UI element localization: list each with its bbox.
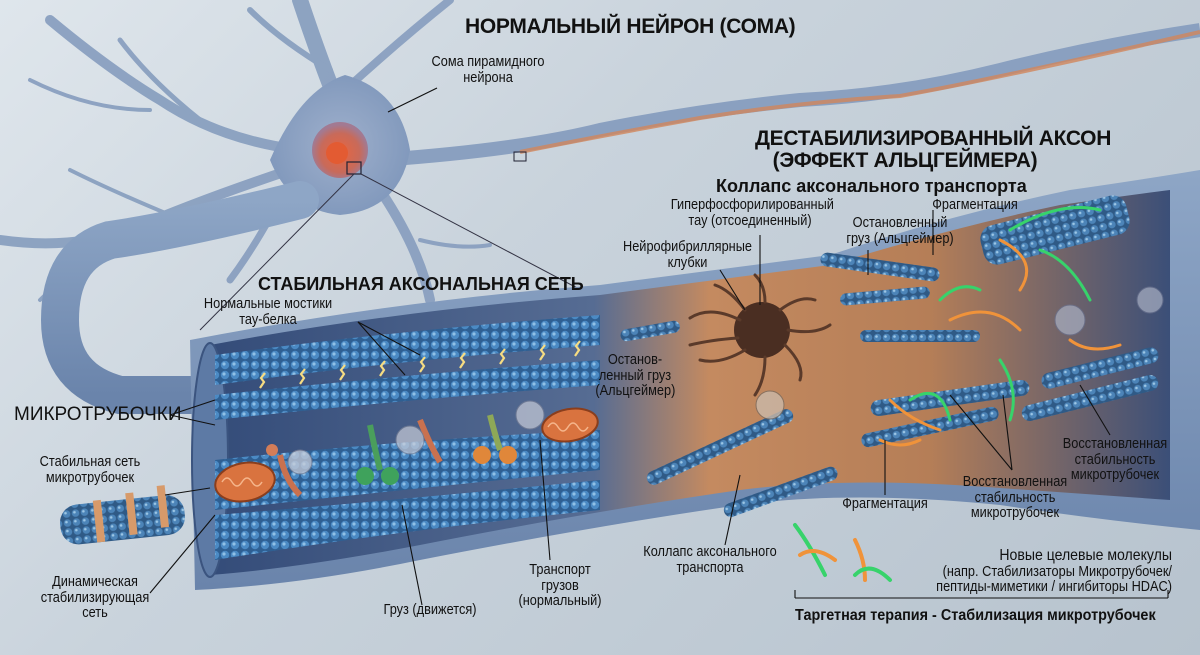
label-restored-right-line1: Восстановленная	[1062, 436, 1168, 452]
title-destabilized-line2: (ЭФФЕКТ АЛЬЦГЕЙМЕРА)	[772, 149, 1038, 173]
label-collapse-line2: транспорта	[676, 559, 744, 576]
axon-distal	[379, 23, 1200, 167]
title-destabilized-axon: ДЕСТАБИЛИЗИРОВАННЫЙ АКСОН (ЭФФЕКТ АЛЬЦГЕ…	[755, 127, 1112, 173]
vesicles-right	[755, 286, 1164, 420]
label-fragmentation-bottom: Фрагментация	[842, 496, 928, 512]
label-axonal-transport-collapse: Коллапс аксонального транспорта	[631, 544, 789, 576]
label-restored-mid-line3: микротрубочек	[970, 505, 1060, 522]
label-restored-stability-mid: Восстановленная стабильность микротрубоч…	[958, 474, 1072, 522]
label-tangles-line1: Нейрофибриллярные	[622, 239, 753, 255]
label-stopped-cargo-top-line1: Остановленный	[852, 215, 948, 231]
label-soma-line1: Сома пирамидного	[431, 54, 545, 70]
label-molecules-line2: (напр. Стабилизаторы Микротрубочек/	[942, 563, 1172, 580]
label-tau-bridges-line1: Нормальные мостики	[203, 296, 333, 312]
label-stopped-cargo-mid: Останов- ленный груз (Альцгеймер)	[595, 352, 676, 400]
label-soma: Сома пирамидного нейрона	[400, 54, 576, 86]
label-hyperphos-line1: Гиперфосфорилированный	[670, 197, 834, 213]
label-tangles-line2: клубки	[667, 254, 708, 271]
label-dynamic-stabilizing-network: Динамическая стабилизирующая сеть	[29, 574, 161, 622]
label-restored-stability-right: Восстановленная стабильность микротрубоч…	[1058, 436, 1172, 484]
label-stable-net-line1: Стабильная сеть	[39, 454, 141, 470]
label-collapse-line1: Коллапс аксонального	[643, 544, 777, 560]
label-stopped-cargo-top-line2: груз (Альцгеймер)	[846, 230, 954, 247]
subtitle-transport-collapse: Коллапс аксонального транспорта	[716, 176, 1027, 196]
label-cargo-transport-normal: Транспорт грузов (нормальный)	[512, 562, 609, 610]
label-dynamic-line3: сеть	[82, 605, 108, 622]
tau-bridges	[259, 340, 581, 389]
label-hyperphosphorylated-tau: Гиперфосфорилированный тау (отсоединенны…	[670, 197, 834, 229]
leader-lines	[149, 210, 1169, 606]
label-dynamic-line2: стабилизирующая	[40, 589, 150, 606]
label-soma-line2: нейрона	[463, 69, 513, 86]
label-tau-bridges: Нормальные мостики тау-белка	[198, 296, 339, 328]
label-restored-mid-line2: стабильность	[974, 489, 1056, 506]
label-restored-mid-line1: Восстановленная	[962, 474, 1068, 490]
label-stable-net-line2: микротрубочек	[45, 469, 135, 486]
motor-proteins	[266, 414, 517, 498]
label-microtubules: МИКРОТРУБОЧКИ	[14, 404, 182, 425]
label-tau-bridges-line2: тау-белка	[239, 311, 297, 328]
label-stopped-cargo-top: Остановленный груз (Альцгеймер)	[843, 215, 957, 247]
caption-targeted-therapy: Таргетная терапия - Стабилизация микротр…	[795, 607, 1156, 624]
label-molecules-line1: Новые целевые молекулы	[999, 547, 1172, 564]
label-transport-line3: (нормальный)	[518, 593, 602, 610]
label-neurofibrillary-tangles: Нейрофибриллярные клубки	[619, 239, 755, 271]
fragmented-microtubules	[620, 195, 1159, 518]
label-new-target-molecules: Новые целевые молекулы (напр. Стабилизат…	[936, 547, 1172, 596]
stabilizer-molecules	[878, 206, 1122, 447]
label-restored-right-line3: микротрубочек	[1070, 467, 1160, 484]
title-normal-neuron: НОРМАЛЬНЫЙ НЕЙРОН (СОМА)	[465, 15, 796, 38]
microtubule-sample	[60, 485, 185, 545]
title-destabilized-line1: ДЕСТАБИЛИЗИРОВАННЫЙ АКСОН	[755, 127, 1112, 150]
label-stopped-cargo-mid-line1: Останов-	[607, 352, 663, 368]
label-stable-microtubule-network: Стабильная сеть микротрубочек	[28, 454, 151, 486]
therapy-molecules	[793, 523, 892, 582]
label-stopped-cargo-mid-line2: ленный груз	[598, 367, 672, 384]
axon-proximal	[40, 181, 319, 414]
mitochondria	[214, 407, 599, 503]
cargo-vesicles	[287, 400, 545, 475]
label-transport-line1: Транспорт	[529, 562, 591, 578]
label-hyperphos-line2: тау (отсоединенный)	[688, 212, 812, 229]
label-molecules-line3: пептиды-миметики / ингибиторы HDAC)	[936, 579, 1172, 596]
label-fragmentation-top: Фрагментация	[932, 197, 1018, 213]
label-restored-right-line2: стабильность	[1074, 451, 1156, 468]
label-stopped-cargo-mid-line3: (Альцгеймер)	[595, 383, 676, 400]
label-dynamic-line1: Динамическая	[52, 574, 138, 590]
label-cargo-moving: Груз (движется)	[383, 602, 477, 618]
title-stable-network: СТАБИЛЬНАЯ АКСОНАЛЬНАЯ СЕТЬ	[258, 274, 584, 294]
label-transport-line2: грузов	[541, 577, 579, 594]
